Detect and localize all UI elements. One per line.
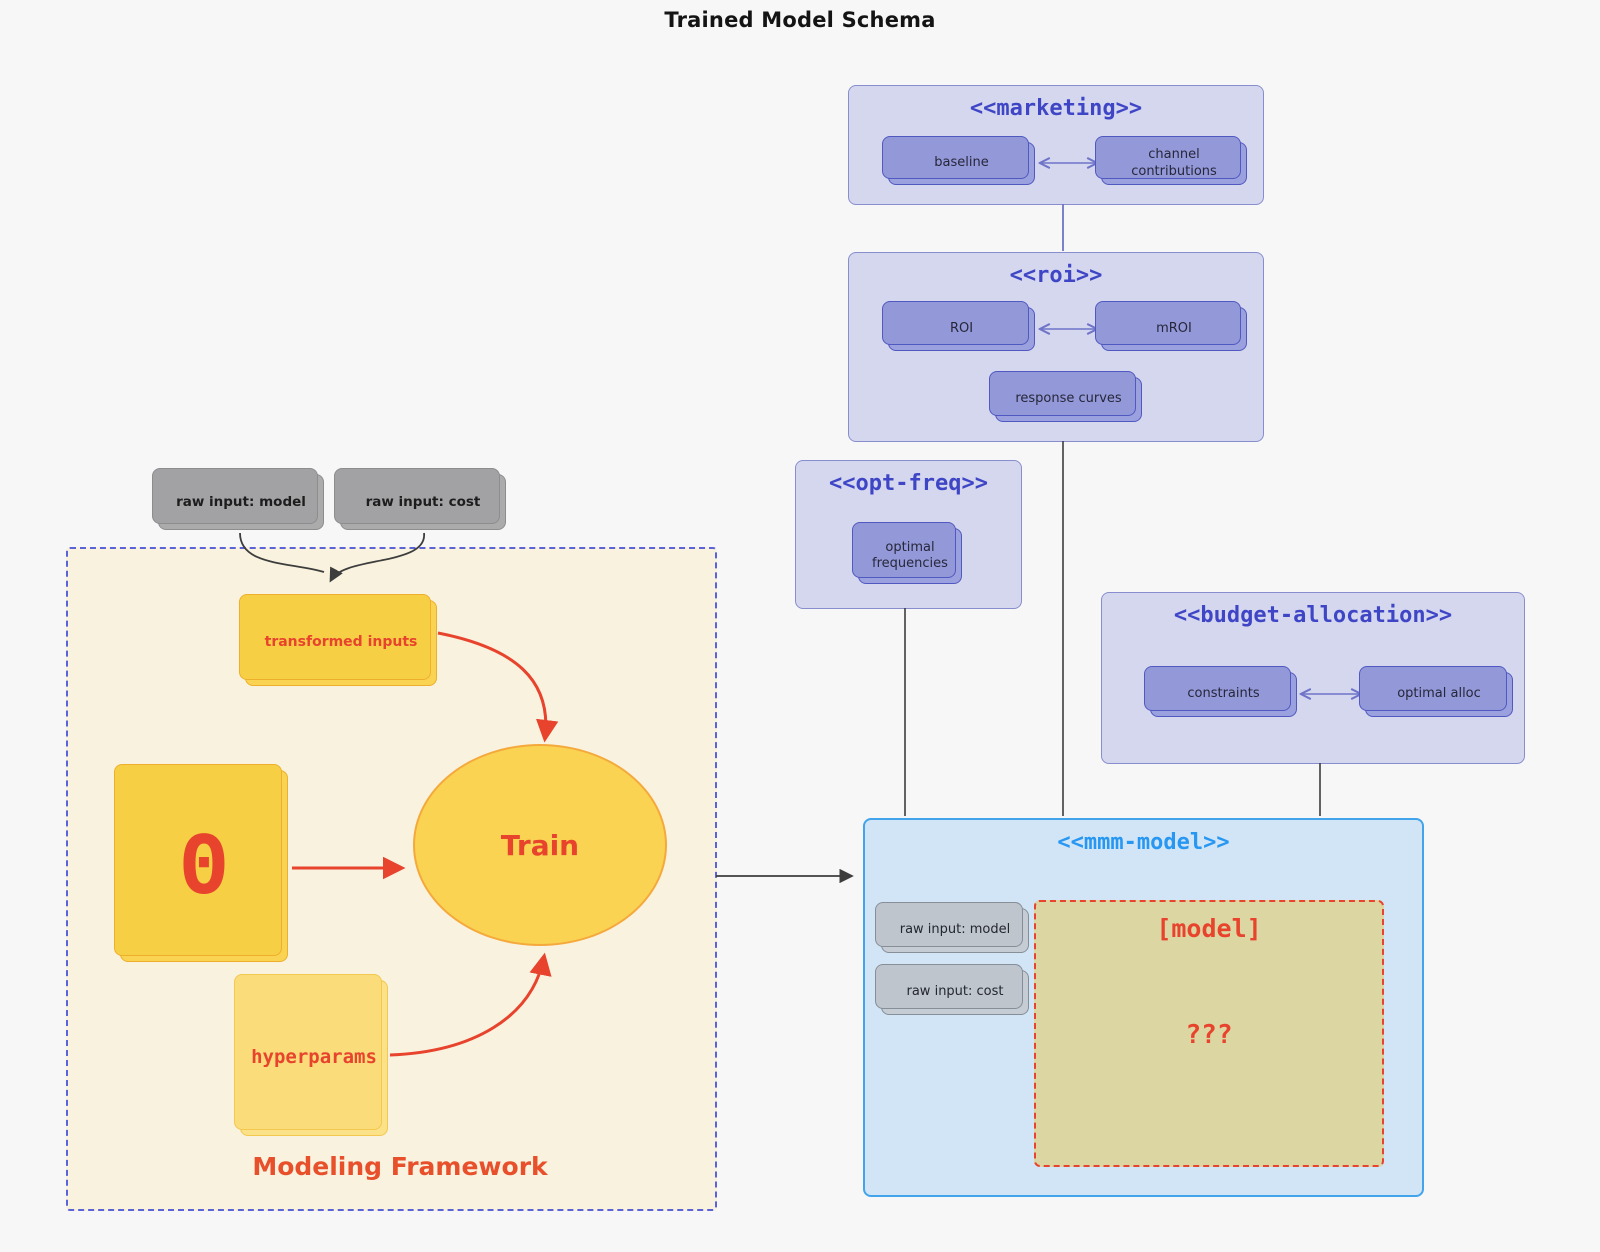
node-constraints: constraints	[1144, 666, 1297, 717]
node-mmm-raw-input-model-label: raw input: model	[899, 922, 1011, 938]
edge-raw-model-to-transformed	[239, 532, 325, 573]
model-box-unknown: ???	[1185, 1020, 1233, 1050]
node-transformed-inputs-label: transformed inputs	[264, 634, 418, 651]
node-mmm-raw-input-cost-label: raw input: cost	[906, 984, 1004, 1000]
cluster-opt-freq-title: <<opt-freq>>	[829, 471, 988, 496]
node-train: Train	[413, 744, 667, 946]
node-raw-input-model: raw input: model	[152, 468, 324, 530]
edge-raw-cost-to-transformed	[329, 532, 425, 583]
cluster-budget-allocation-title: <<budget-allocation>>	[1173, 603, 1453, 628]
node-channel-contributions: channel contributions	[1095, 136, 1247, 185]
node-baseline-label: baseline	[934, 155, 989, 171]
node-model-box: [model] ???	[1034, 900, 1384, 1167]
node-baseline: baseline	[882, 136, 1035, 185]
node-mmm-raw-input-model: raw input: model	[875, 902, 1029, 953]
theta-symbol: Θ	[179, 819, 229, 912]
node-raw-input-cost: raw input: cost	[334, 468, 506, 530]
page-title: Trained Model Schema	[664, 8, 936, 32]
node-constraints-label: constraints	[1187, 686, 1260, 702]
cluster-opt-freq: <<opt-freq>>	[795, 460, 1022, 609]
node-response-curves-label: response curves	[1015, 391, 1122, 407]
node-optimal-alloc-label: optimal alloc	[1397, 686, 1481, 702]
node-train-label: Train	[500, 828, 580, 862]
edge-hyperparams-to-train	[389, 952, 552, 1057]
cluster-mmm-model-title: <<mmm-model>>	[1057, 830, 1230, 855]
node-mroi-label: mROI	[1156, 320, 1192, 336]
edge-transformed-to-train	[437, 631, 559, 743]
cluster-marketing-title: <<marketing>>	[969, 96, 1143, 121]
node-theta: Θ	[114, 764, 288, 962]
node-transformed-inputs: transformed inputs	[239, 594, 437, 686]
node-raw-input-model-label: raw input: model	[176, 493, 306, 510]
node-optimal-frequencies: optimal frequencies	[852, 522, 962, 584]
node-mroi: mROI	[1095, 301, 1247, 351]
node-roi-label: ROI	[949, 320, 974, 336]
modeling-framework-label: Modeling Framework	[252, 1152, 548, 1181]
cluster-roi-title: <<roi>>	[1009, 263, 1103, 288]
node-optimal-alloc: optimal alloc	[1359, 666, 1513, 717]
node-response-curves: response curves	[989, 371, 1142, 422]
node-roi: ROI	[882, 301, 1035, 351]
node-raw-input-cost-label: raw input: cost	[365, 493, 481, 510]
node-hyperparams: hyperparams	[234, 974, 388, 1136]
model-box-label: [model]	[1156, 914, 1262, 943]
node-channel-contributions-label: channel contributions	[1131, 147, 1217, 179]
node-mmm-raw-input-cost: raw input: cost	[875, 964, 1029, 1015]
node-optimal-frequencies-label: optimal frequencies	[872, 539, 948, 571]
node-hyperparams-label: hyperparams	[251, 1046, 377, 1069]
